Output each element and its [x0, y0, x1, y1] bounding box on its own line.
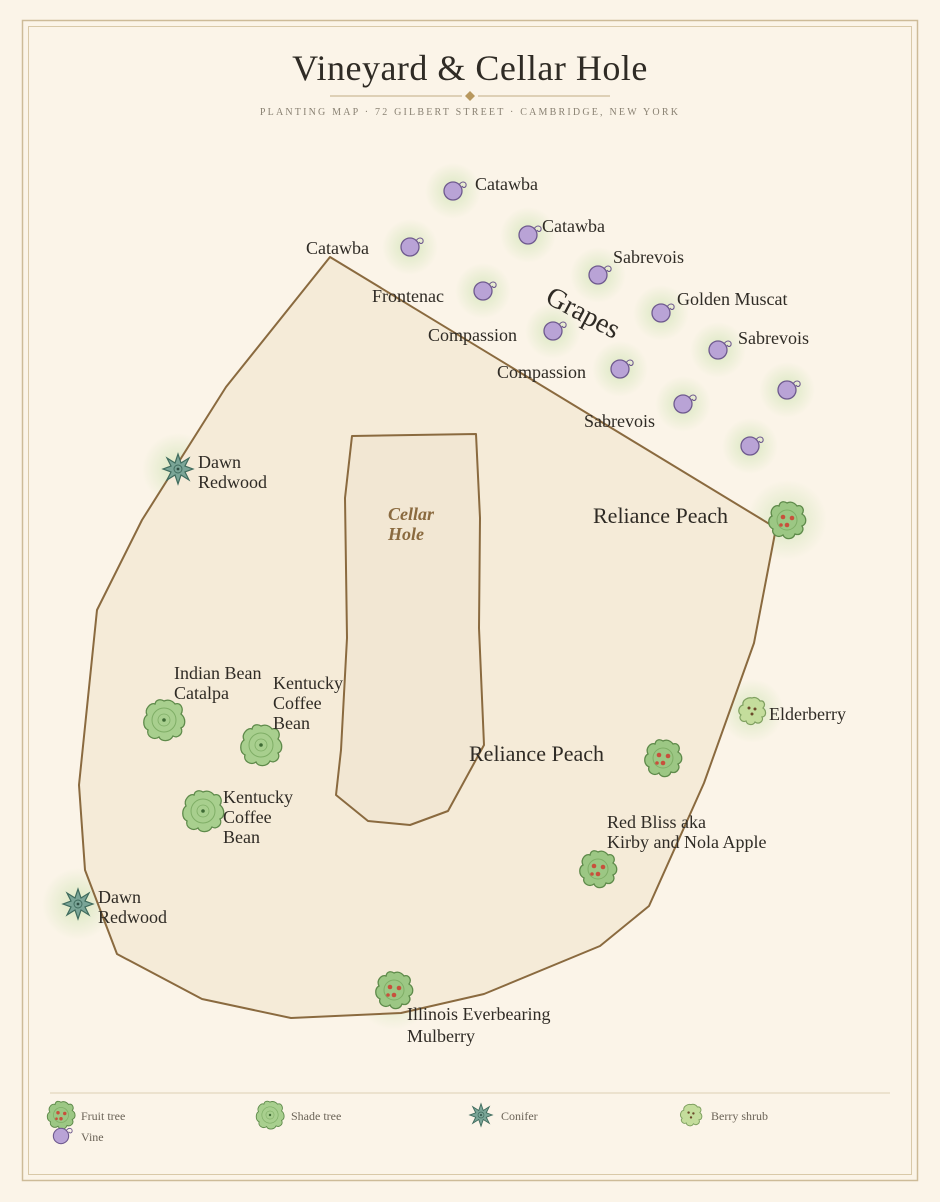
conifer-dawn-redwood-1[interactable]: Dawn Redwood [162, 452, 267, 492]
cellar-hole-label-line2: Hole [387, 524, 424, 544]
plant-label: Sabrevois [613, 247, 684, 267]
conifer-dawn-redwood-2[interactable]: Dawn Redwood [62, 887, 167, 927]
plant-label: Catawba [475, 174, 538, 194]
cellar-hole-outline [335, 433, 485, 826]
vine-compassion-1[interactable]: Compassion [428, 321, 567, 345]
vine-frontenac[interactable]: Frontenac [372, 281, 497, 306]
shade-tree-icon [143, 699, 186, 742]
plant-label: Sabrevois [738, 328, 809, 348]
berry-shrub-icon [738, 696, 767, 726]
legend-item-shade-tree: Shade tree [255, 1100, 341, 1130]
outer-frame [21, 19, 919, 1182]
plant-label: Sabrevois [584, 411, 655, 431]
plant-label: Compassion [428, 325, 517, 345]
plant-label-line2: Kirby and Nola Apple [607, 832, 766, 852]
legend-label: Berry shrub [711, 1109, 768, 1123]
conifer-icon [62, 888, 94, 920]
fruit-tree-illinois-mulberry[interactable]: Illinois Everbearing Mulberry [375, 971, 551, 1046]
map-subtitle: PLANTING MAP · 72 GILBERT STREET · CAMBR… [260, 107, 680, 118]
legend-item-conifer: Conifer [469, 1103, 538, 1127]
plant-label: Frontenac [372, 286, 444, 306]
vine-catawba-2[interactable]: Catawba [306, 237, 424, 258]
legend: Fruit tree Vine Shade tree Conifer Berry… [46, 1100, 768, 1145]
plant-label: Catawba [306, 238, 369, 258]
vine-sabrevois-3[interactable]: Sabrevois [584, 394, 697, 431]
vine-sabrevois-2[interactable]: Sabrevois [708, 328, 809, 360]
shade-tree-kentucky-coffee-bean-1[interactable]: Kentucky Coffee Bean [240, 673, 343, 767]
conifer-icon [469, 1103, 493, 1127]
map-title: Vineyard & Cellar Hole [292, 48, 648, 88]
plant-label: Illinois Everbearing [407, 1004, 550, 1024]
plant-label: Red Bliss aka [607, 812, 706, 832]
plant-label-line2: Redwood [98, 907, 167, 927]
plant-label: Golden Muscat [677, 289, 787, 309]
inner-frame [28, 26, 912, 1175]
legend-item-vine: Vine [52, 1127, 104, 1145]
vine-catawba-3[interactable]: Catawba [518, 216, 605, 245]
fruit-tree-icon [46, 1100, 76, 1130]
plant-label: Dawn [198, 452, 241, 472]
legend-label: Vine [81, 1130, 104, 1144]
fruit-tree-reliance-peach-1[interactable]: Reliance Peach [593, 501, 807, 540]
fruit-tree-icon [579, 850, 618, 889]
title-diamond-icon [465, 91, 475, 101]
plant-label: Kentucky [223, 787, 293, 807]
plant-label-line2: Coffee [273, 693, 322, 713]
shade-tree-indian-bean-catalpa[interactable]: Indian Bean Catalpa [143, 663, 262, 742]
plant-label-line3: Bean [223, 827, 260, 847]
berry-shrub-icon [679, 1103, 703, 1127]
cellar-hole-label: Cellar [388, 504, 435, 524]
legend-label: Conifer [501, 1109, 538, 1123]
fruit-tree-reliance-peach-2[interactable]: Reliance Peach [469, 739, 683, 778]
plant-label: Reliance Peach [593, 503, 728, 528]
shade-tree-icon [255, 1100, 285, 1130]
fruit-tree-icon [768, 501, 807, 540]
plant-label: Catawba [542, 216, 605, 236]
plant-label: Dawn [98, 887, 141, 907]
fruit-tree-icon [644, 739, 683, 778]
plant-label-line3: Bean [273, 713, 310, 733]
plant-label-line2: Redwood [198, 472, 267, 492]
fruit-tree-red-bliss-apple[interactable]: Red Bliss aka Kirby and Nola Apple [579, 812, 767, 889]
vine-golden-muscat[interactable]: Golden Muscat [651, 289, 787, 323]
legend-item-berry-shrub: Berry shrub [679, 1103, 768, 1127]
berry-shrub-elderberry[interactable]: Elderberry [738, 696, 846, 726]
legend-item-fruit-tree: Fruit tree [46, 1100, 125, 1130]
legend-label: Shade tree [291, 1109, 341, 1123]
plant-label-line2: Coffee [223, 807, 272, 827]
vine-icon [52, 1127, 73, 1145]
plant-label: Elderberry [769, 704, 846, 724]
vine-compassion-2[interactable]: Compassion [497, 359, 634, 382]
plant-label: Reliance Peach [469, 741, 604, 766]
shade-tree-kentucky-coffee-bean-2[interactable]: Kentucky Coffee Bean [182, 787, 293, 847]
vine-catawba-1[interactable]: Catawba [443, 174, 538, 201]
plant-label: Indian Bean [174, 663, 261, 683]
plant-label-line2: Catalpa [174, 683, 229, 703]
conifer-icon [162, 453, 194, 485]
plant-label: Kentucky [273, 673, 343, 693]
vine-sabrevois-1[interactable]: Sabrevois [588, 247, 684, 285]
plant-label-line2: Mulberry [407, 1026, 475, 1046]
shade-tree-icon [182, 790, 225, 833]
plant-label: Compassion [497, 362, 586, 382]
legend-label: Fruit tree [81, 1109, 125, 1123]
